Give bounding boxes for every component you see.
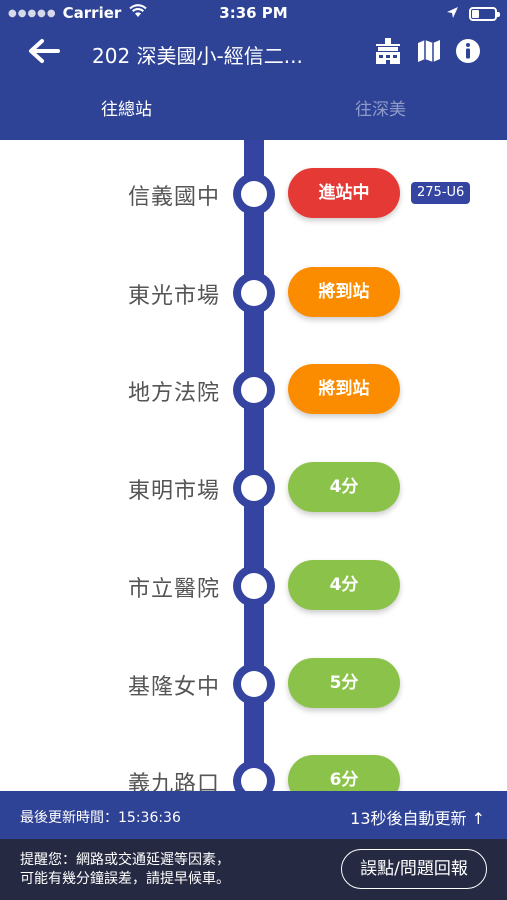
map-icon — [416, 38, 442, 68]
battery-icon — [469, 7, 500, 21]
stop-item[interactable]: 市立醫院 4分 — [0, 557, 507, 617]
nav-bar: 202 深美國小-經信二... — [0, 26, 507, 82]
stop-node-icon — [233, 565, 275, 607]
delay-warning: 提醒您：網路或交通延遲等因素， 可能有幾分鐘誤差，請提早候車。 — [20, 851, 320, 889]
signal-icon: ●●●●● — [8, 7, 57, 19]
last-update-time: 最後更新時間：15:36:36 — [20, 810, 181, 826]
stop-name: 基隆女中 — [127, 675, 220, 700]
stop-node-icon — [233, 272, 275, 314]
stop-name: 東光市場 — [127, 284, 220, 309]
eta-badge: 進站中 — [288, 168, 400, 218]
status-time: 3:36 PM — [219, 4, 288, 22]
stop-item[interactable]: 東明市場 4分 — [0, 459, 507, 519]
stop-item[interactable]: 地方法院 將到站 — [0, 361, 507, 421]
eta-badge: 4分 — [288, 462, 400, 512]
auto-refresh-countdown[interactable]: 13秒後自動更新 ↑ — [350, 809, 485, 828]
warning-line-1: 提醒您：網路或交通延遲等因素， — [20, 852, 230, 868]
status-right — [446, 5, 500, 23]
warning-line-2: 可能有幾分鐘誤差，請提早候車。 — [20, 871, 230, 887]
stop-item[interactable]: 基隆女中 5分 — [0, 655, 507, 715]
page-title: 202 深美國小-經信二... — [92, 44, 303, 68]
status-bar: ●●●●● Carrier 3:36 PM — [0, 0, 507, 26]
eta-badge: 6分 — [288, 755, 400, 791]
stop-node-icon — [233, 369, 275, 411]
info-button[interactable] — [452, 37, 484, 69]
stop-name: 義九路口 — [127, 772, 220, 791]
update-bar: 最後更新時間：15:36:36 13秒後自動更新 ↑ — [0, 791, 507, 839]
eta-badge: 將到站 — [288, 267, 400, 317]
stop-item[interactable]: 東光市場 將到站 — [0, 264, 507, 324]
route-stop-list[interactable]: 信義國中 進站中 275-U6 東光市場 將到站 地方法院 將到站 東明市場 4… — [0, 140, 507, 791]
hotel-button[interactable] — [372, 37, 404, 69]
info-icon — [454, 37, 482, 69]
eta-badge: 4分 — [288, 560, 400, 610]
hotel-icon — [373, 36, 403, 70]
eta-badge: 5分 — [288, 658, 400, 708]
stop-name: 地方法院 — [127, 381, 220, 406]
back-button[interactable] — [24, 36, 64, 70]
eta-badge: 將到站 — [288, 364, 400, 414]
stop-node-icon — [233, 760, 275, 791]
stop-item[interactable]: 信義國中 進站中 275-U6 — [0, 165, 507, 225]
stop-node-icon — [233, 663, 275, 705]
carrier-info: ●●●●● Carrier — [8, 4, 147, 22]
location-icon — [446, 5, 459, 23]
direction-tabs: 往總站 往深美 — [0, 82, 507, 140]
bus-plate-badge: 275-U6 — [411, 182, 471, 204]
report-issue-button[interactable]: 誤點/問題回報 — [341, 849, 487, 889]
footer-bar: 提醒您：網路或交通延遲等因素， 可能有幾分鐘誤差，請提早候車。 誤點/問題回報 — [0, 839, 507, 900]
wifi-icon — [129, 4, 147, 22]
stop-node-icon — [233, 467, 275, 509]
stop-name: 信義國中 — [127, 185, 220, 210]
stop-name: 東明市場 — [127, 479, 220, 504]
tab-to-terminal[interactable]: 往總站 — [101, 100, 152, 120]
tab-to-shenmei[interactable]: 往深美 — [355, 100, 406, 120]
map-button[interactable] — [413, 37, 445, 69]
stop-name: 市立醫院 — [127, 577, 220, 602]
carrier-label: Carrier — [62, 4, 122, 22]
back-arrow-icon — [28, 38, 60, 68]
stop-item[interactable]: 義九路口 6分 — [0, 752, 507, 791]
stop-node-icon — [233, 173, 275, 215]
